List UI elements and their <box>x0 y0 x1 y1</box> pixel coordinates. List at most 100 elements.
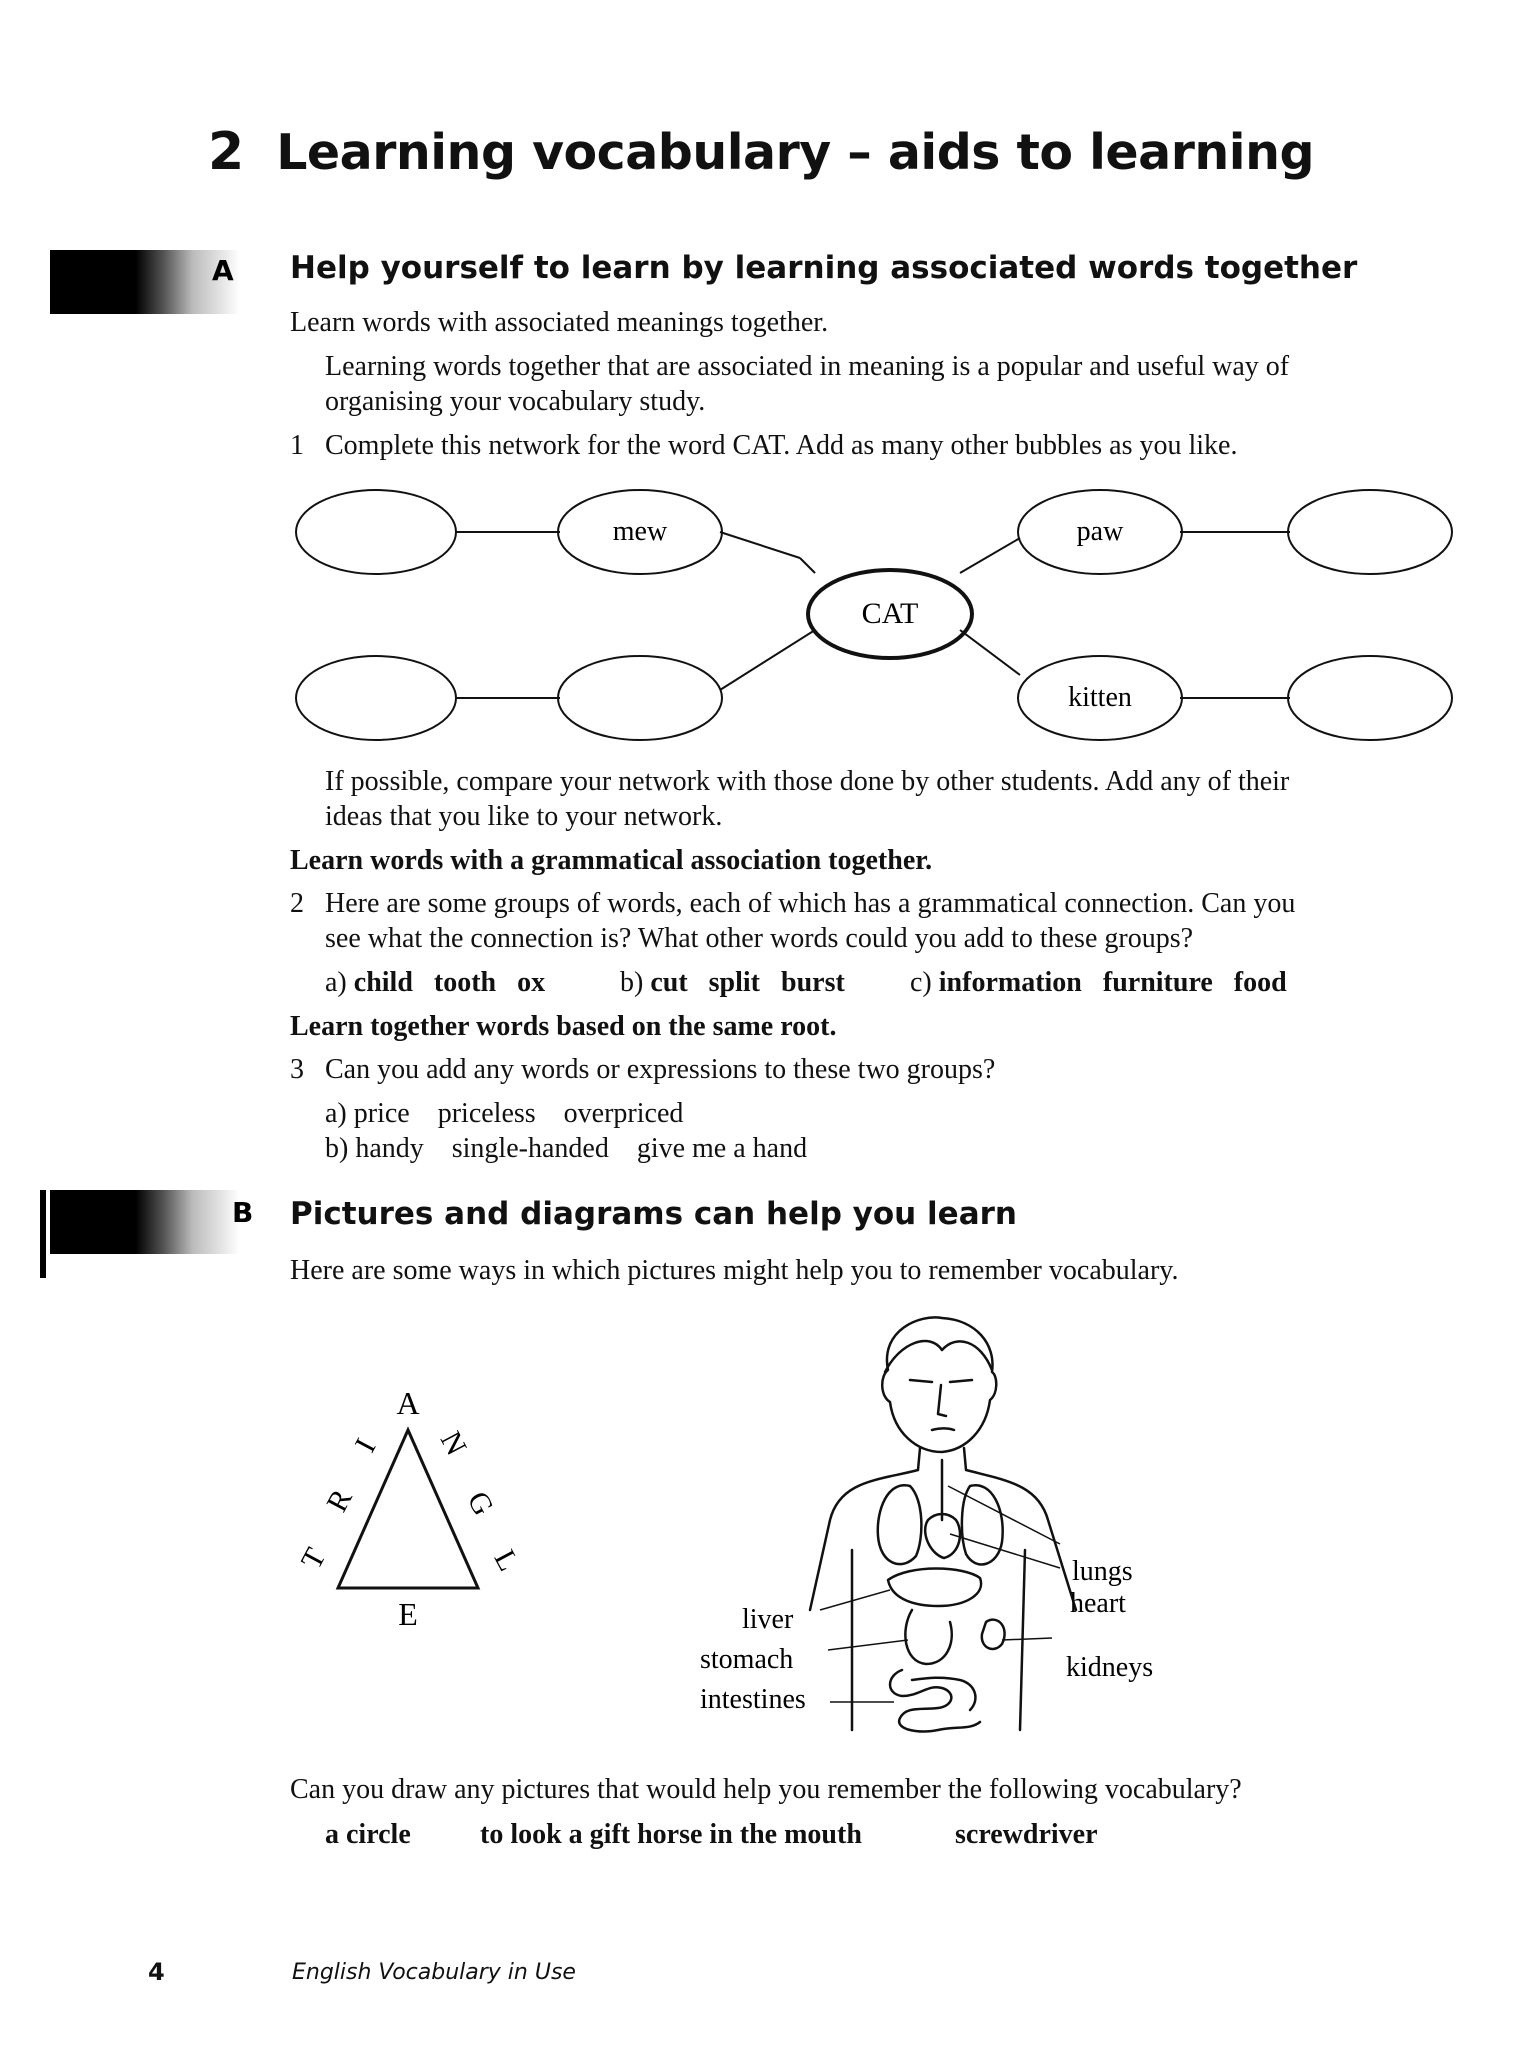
empty-bubble <box>1287 655 1453 741</box>
section-b-bar <box>40 1190 46 1278</box>
left-lung <box>876 1483 923 1566</box>
root-heading: Learn together words based on the same r… <box>290 1011 837 1042</box>
link-line <box>799 557 816 574</box>
intestines-shape <box>888 1668 982 1733</box>
triangle-letter-t: T <box>295 1543 333 1575</box>
bubble-mew <box>557 489 723 575</box>
cat-network-diagram: mew paw kitten CAT <box>295 489 1453 741</box>
link-line <box>959 537 1021 574</box>
label-kidneys: kidneys <box>1066 1652 1153 1683</box>
pointer-kidneys <box>1001 1637 1053 1641</box>
book-title: English Vocabulary in Use <box>292 1960 576 1985</box>
section-b-tab <box>50 1190 240 1254</box>
section-a-tab <box>50 250 240 314</box>
bubble-paw <box>1017 489 1183 575</box>
empty-bubble <box>557 655 723 741</box>
right-lung <box>960 1484 1004 1566</box>
triangle-letter-r: R <box>320 1484 359 1517</box>
eyes <box>908 1378 974 1384</box>
triangle-shape <box>335 1426 481 1590</box>
word-kitten: kitten <box>1068 682 1132 713</box>
word-paw: paw <box>1077 516 1124 547</box>
link-line <box>959 629 1021 676</box>
section-a-heading: Help yourself to learn by learning assoc… <box>290 250 1358 286</box>
kidney-shape <box>980 1618 1006 1651</box>
group-words: child tooth ox <box>353 967 546 998</box>
page-number: 4 <box>148 1958 165 1986</box>
group-label: c) <box>910 967 932 998</box>
group-words: handy single-handed give me a hand <box>355 1133 808 1164</box>
unit-title-text: Learning vocabulary – aids to learning <box>276 124 1315 181</box>
triangle-letter-e: E <box>398 1596 418 1632</box>
ex1-text: Complete this network for the word CAT. … <box>325 430 1238 461</box>
label-heart: heart <box>1070 1588 1126 1619</box>
vocab-gift-horse: to look a gift horse in the mouth <box>480 1819 862 1850</box>
intestines-loop <box>910 1676 977 1712</box>
label-stomach: stomach <box>700 1644 793 1675</box>
word-mew: mew <box>613 516 668 547</box>
gram-heading: Learn words with a grammatical associati… <box>290 845 933 876</box>
ex3-number: 3 <box>290 1054 304 1085</box>
mouth <box>930 1427 956 1432</box>
section-b-heading: Pictures and diagrams can help you learn <box>290 1196 1017 1232</box>
pointer-stomach <box>827 1639 909 1651</box>
pointer-lungs <box>947 1485 1061 1545</box>
right-shoulder <box>962 1446 1078 1612</box>
section-a-intro: Learn words with associated meanings tog… <box>290 307 829 338</box>
triangle-letter-a: A <box>396 1385 419 1421</box>
link-line <box>719 629 816 691</box>
triangle-diagram: A E T R I N G L <box>295 1385 526 1632</box>
head-outline <box>881 1316 998 1454</box>
pointer-liver <box>819 1589 891 1611</box>
group-label: b) <box>620 967 644 998</box>
link-line <box>719 531 801 559</box>
group-words: information furniture food <box>938 967 1287 998</box>
section-b-intro: Here are some ways in which pictures mig… <box>290 1255 1179 1286</box>
ex2-group-b: b) cut split burst <box>620 965 845 1000</box>
ex3-group-a: a) price priceless overpriced <box>325 1096 683 1131</box>
after1-line1: If possible, compare your network with t… <box>325 766 1290 797</box>
after1-line2: ideas that you like to your network. <box>325 801 723 832</box>
ex2-group-c: c) information furniture food <box>910 965 1287 1000</box>
section-a-letter: A <box>212 254 234 287</box>
triangle-letter-n: N <box>434 1426 473 1461</box>
empty-bubble <box>295 489 457 575</box>
para1-line2: organising your vocabulary study. <box>325 386 706 417</box>
vocab-circle: a circle <box>325 1819 411 1850</box>
ex2-line2: see what the connection is? What other w… <box>325 923 1194 954</box>
vocab-screwdriver: screwdriver <box>955 1819 1098 1850</box>
label-intestines: intestines <box>700 1684 806 1715</box>
bubble-cat <box>806 568 974 660</box>
right-torso <box>1018 1548 1027 1732</box>
para1-line1: Learning words together that are associa… <box>325 351 1290 382</box>
empty-bubble <box>1287 489 1453 575</box>
bubble-kitten <box>1017 655 1183 741</box>
word-cat: CAT <box>862 597 919 630</box>
empty-bubble <box>295 655 457 741</box>
triangle-letter-i: I <box>349 1433 383 1457</box>
ex2-line1: Here are some groups of words, each of w… <box>325 888 1296 919</box>
stomach-shape <box>904 1608 953 1666</box>
nose <box>936 1383 948 1418</box>
section-b-letter: B <box>232 1196 254 1229</box>
triangle-letter-l: L <box>488 1545 526 1577</box>
unit-number: 2 <box>208 122 244 182</box>
pointer-heart <box>949 1533 1061 1569</box>
hair-line <box>883 1339 994 1374</box>
label-liver: liver <box>742 1604 794 1635</box>
body-diagram: lungs heart kidneys liver stomach intest… <box>700 1316 1153 1733</box>
left-shoulder <box>808 1446 922 1612</box>
label-lungs: lungs <box>1072 1556 1133 1587</box>
group-label: a) <box>325 1098 347 1129</box>
ex1-number: 1 <box>290 430 304 461</box>
group-label: a) <box>325 967 347 998</box>
ex3-text: Can you add any words or expressions to … <box>325 1054 996 1085</box>
liver-shape <box>886 1567 983 1608</box>
triangle-letter-g: G <box>461 1486 500 1521</box>
group-words: cut split burst <box>650 967 845 998</box>
group-words: price priceless overpriced <box>353 1098 684 1129</box>
unit-title: 2 Learning vocabulary – aids to learning <box>208 122 1315 182</box>
section-b-question: Can you draw any pictures that would hel… <box>290 1774 1242 1805</box>
ex2-group-a: a) child tooth ox <box>325 965 545 1000</box>
ex3-group-b: b) handy single-handed give me a hand <box>325 1131 807 1166</box>
